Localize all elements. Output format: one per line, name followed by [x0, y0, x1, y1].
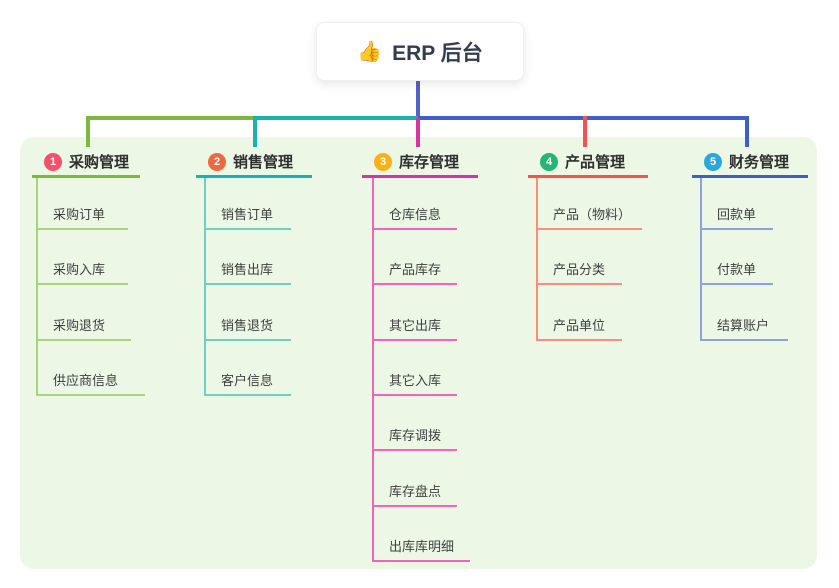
- node-label: 库存盘点: [389, 484, 442, 499]
- branch-1-spine: [36, 178, 38, 396]
- node-outbound-detail[interactable]: 出库库明细: [372, 528, 470, 562]
- root-stem-line: [416, 79, 420, 118]
- node-label: 产品分类: [553, 262, 606, 277]
- branch-3-badge: 3: [374, 152, 392, 171]
- node-label: 销售订单: [221, 207, 274, 222]
- node-label: 仓库信息: [389, 207, 442, 222]
- branch-header-product[interactable]: 4 产品管理: [528, 148, 648, 178]
- node-label: 付款单: [717, 262, 757, 277]
- node-sales-outbound[interactable]: 销售出库: [204, 251, 291, 285]
- node-receipt-bill[interactable]: 回款单: [700, 196, 773, 230]
- branch-3-label: 库存管理: [399, 154, 460, 171]
- node-product-unit[interactable]: 产品单位: [536, 307, 622, 341]
- bus-segment-green: [86, 116, 255, 120]
- branch-3-spine: [372, 178, 374, 562]
- riser-purchase: [86, 116, 90, 147]
- node-label: 库存调拨: [389, 428, 442, 443]
- node-product-stock[interactable]: 产品库存: [372, 251, 457, 285]
- branch-header-sales[interactable]: 2 销售管理: [196, 148, 312, 178]
- riser-inventory: [416, 118, 420, 147]
- node-warehouse-info[interactable]: 仓库信息: [372, 196, 457, 230]
- node-label: 客户信息: [221, 373, 274, 388]
- node-label: 出库库明细: [389, 539, 455, 554]
- branch-1-badge: 1: [44, 152, 62, 171]
- node-label: 产品（物料）: [553, 207, 632, 222]
- thumbs-up-icon: 👍: [357, 40, 383, 63]
- node-label: 回款单: [717, 207, 757, 222]
- node-purchase-return[interactable]: 采购退货: [36, 307, 131, 341]
- node-label: 其它入库: [389, 373, 442, 388]
- branch-5-badge: 5: [704, 152, 722, 171]
- node-stock-transfer[interactable]: 库存调拨: [372, 417, 457, 451]
- branch-header-finance[interactable]: 5 财务管理: [692, 148, 808, 178]
- node-product-category[interactable]: 产品分类: [536, 251, 622, 285]
- branch-5-spine: [700, 178, 702, 341]
- branch-5-label: 财务管理: [729, 154, 790, 171]
- riser-sales: [253, 116, 257, 147]
- riser-finance: [745, 116, 749, 147]
- node-label: 产品库存: [389, 262, 442, 277]
- node-label: 结算账户: [717, 318, 770, 333]
- node-customer-info[interactable]: 客户信息: [204, 362, 291, 396]
- branch-2-badge: 2: [208, 152, 226, 171]
- branch-2-spine: [204, 178, 206, 396]
- branch-4-label: 产品管理: [565, 154, 626, 171]
- branch-1-label: 采购管理: [69, 154, 130, 171]
- node-purchase-order[interactable]: 采购订单: [36, 196, 128, 230]
- node-label: 供应商信息: [53, 373, 119, 388]
- node-label: 采购退货: [53, 318, 106, 333]
- node-label: 采购入库: [53, 262, 106, 277]
- riser-product: [583, 116, 587, 147]
- branch-4-badge: 4: [540, 152, 558, 171]
- node-sales-return[interactable]: 销售退货: [204, 307, 291, 341]
- branch-4-spine: [536, 178, 538, 341]
- node-label: 产品单位: [553, 318, 606, 333]
- root-label: ERP 后台: [392, 41, 483, 65]
- branch-header-inventory[interactable]: 3 库存管理: [362, 148, 478, 178]
- branches-panel: [20, 137, 817, 569]
- node-other-inbound[interactable]: 其它入库: [372, 362, 457, 396]
- bus-segment-teal: [255, 116, 418, 120]
- node-label: 采购订单: [53, 207, 106, 222]
- node-product-material[interactable]: 产品（物料）: [536, 196, 642, 230]
- node-sales-order[interactable]: 销售订单: [204, 196, 291, 230]
- node-other-outbound[interactable]: 其它出库: [372, 307, 457, 341]
- node-label: 销售出库: [221, 262, 274, 277]
- branch-header-purchase[interactable]: 1 采购管理: [32, 148, 140, 178]
- node-supplier-info[interactable]: 供应商信息: [36, 362, 145, 396]
- node-settlement-account[interactable]: 结算账户: [700, 307, 788, 341]
- node-purchase-inbound[interactable]: 采购入库: [36, 251, 128, 285]
- node-stock-count[interactable]: 库存盘点: [372, 473, 457, 507]
- node-label: 其它出库: [389, 318, 442, 333]
- node-label: 销售退货: [221, 318, 274, 333]
- root-node[interactable]: 👍 ERP 后台: [316, 22, 524, 81]
- node-payment-bill[interactable]: 付款单: [700, 251, 773, 285]
- branch-2-label: 销售管理: [233, 154, 294, 171]
